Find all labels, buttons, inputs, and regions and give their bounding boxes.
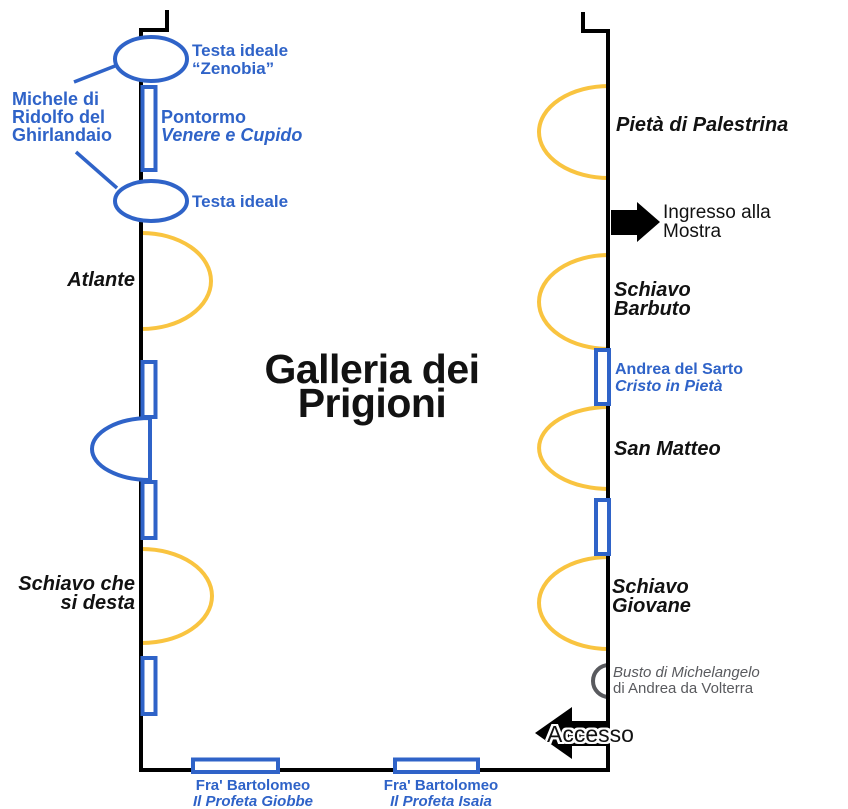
busto-michelangelo-marker	[591, 663, 610, 699]
accesso-label: Accesso	[547, 721, 634, 747]
pontormo-label: Pontormo Venere e Cupido	[161, 107, 303, 145]
statue-niche-schiavo-che-si-desta	[141, 547, 214, 645]
pieta-di-palestrina-label: Pietà di Palestrina	[616, 114, 789, 136]
statue-niche-pieta-di-palestrina	[537, 84, 610, 180]
gallery-walls	[139, 10, 610, 772]
artwork-pontormo-venere-e-cupido	[140, 85, 158, 172]
san-matteo-label: San Matteo	[614, 438, 721, 460]
testa-ideale-zenobia-label: Testa ideale “Zenobia”	[192, 41, 289, 78]
page-title: Galleria dei Prigioni	[264, 346, 480, 426]
statue-niche-atlante	[141, 231, 213, 331]
statue-niche-san-matteo	[537, 405, 610, 491]
pointer-line-upper	[73, 64, 116, 84]
artwork-cristo-in-pieta	[594, 348, 611, 406]
left-wall-panel-3	[140, 656, 158, 716]
andrea-del-sarto-label: Andrea del Sarto Cristo in Pietà	[615, 361, 744, 395]
ingresso-right-arrow-icon	[611, 202, 660, 242]
accesso-left-arrow-icon	[535, 707, 609, 759]
testa-ideale-label: Testa ideale	[192, 192, 289, 211]
left-wall-panel-2	[140, 480, 158, 540]
left-wall-panel-1	[140, 360, 158, 419]
michele-ridolfo-label: Michele di Ridolfo del Ghirlandaio	[12, 89, 113, 145]
artwork-profeta-giobbe	[191, 757, 280, 774]
schiavo-giovane-label: Schiavo Giovane	[612, 576, 691, 617]
pointer-line-lower	[74, 150, 119, 190]
left-wall-apse	[90, 415, 152, 483]
schiavo-barbuto-label: Schiavo Barbuto	[614, 279, 691, 320]
ingresso-mostra-label: Ingresso alla Mostra	[663, 202, 771, 242]
artwork-profeta-isaia	[393, 757, 480, 774]
fra-bartolomeo-giobbe-label: Fra' Bartolomeo Il Profeta Giobbe	[192, 777, 313, 809]
fra-bartolomeo-isaia-label: Fra' Bartolomeo Il Profeta Isaia	[383, 777, 499, 809]
schiavo-che-si-desta-label: Schiavo che si desta	[18, 573, 135, 614]
atlante-label: Atlante	[67, 269, 135, 291]
statue-niche-schiavo-barbuto	[537, 253, 610, 351]
statue-niche-schiavo-giovane	[537, 555, 610, 651]
artwork-testa-ideale-zenobia	[113, 35, 189, 83]
artwork-testa-ideale	[113, 179, 189, 223]
right-wall-panel-1	[594, 498, 611, 556]
busto-michelangelo-label: Busto di Michelangelo di Andrea da Volte…	[613, 664, 760, 697]
